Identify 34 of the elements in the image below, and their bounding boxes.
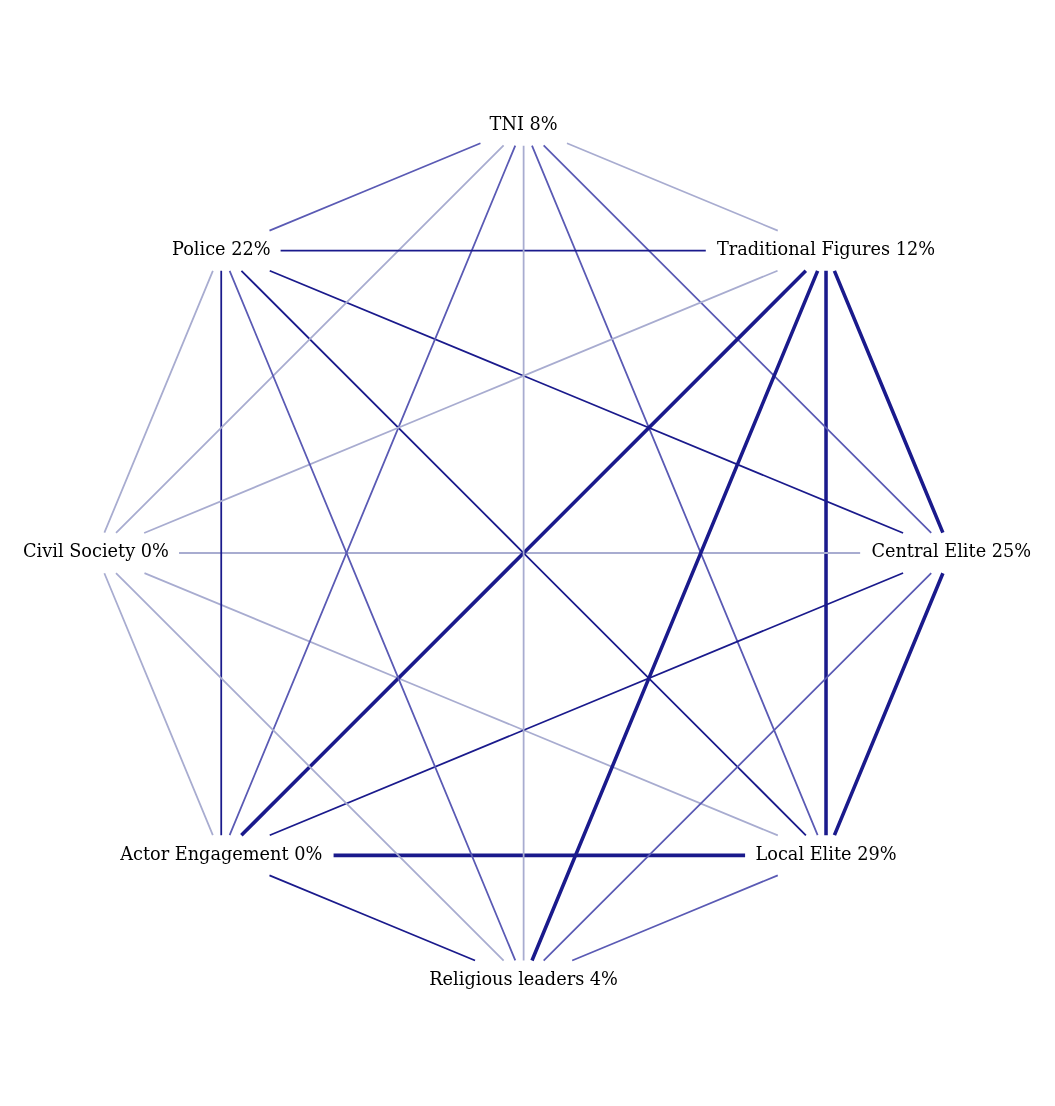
connector [115, 144, 505, 534]
connector [143, 269, 779, 534]
node-text: Religious leaders 4% [429, 968, 618, 989]
connector [279, 249, 707, 252]
connector [522, 144, 525, 962]
node-text: Local Elite 29% [755, 843, 897, 864]
connector [542, 144, 933, 534]
connector [333, 853, 746, 858]
connector [143, 572, 779, 837]
connector [228, 144, 517, 836]
node-text: Traditional Figures 12% [716, 238, 936, 259]
connector [178, 552, 862, 554]
connector [832, 572, 945, 836]
connector [268, 572, 904, 837]
node-text: Civil Society 0% [23, 541, 169, 562]
connector [531, 144, 819, 836]
connector [268, 269, 904, 534]
connector [268, 142, 482, 232]
connector [103, 269, 214, 534]
node-text: TNI 8% [489, 113, 558, 134]
connector [566, 142, 779, 232]
node-text: Police 22% [171, 238, 271, 259]
connector [220, 269, 223, 837]
connector [268, 874, 476, 962]
connector [530, 270, 820, 962]
connector [571, 874, 779, 962]
connector [542, 572, 933, 962]
connector [824, 270, 828, 836]
connector [228, 270, 517, 962]
node-text: Central Elite 25% [871, 541, 1032, 562]
connector [832, 270, 945, 534]
node-text: Actor Engagement 0% [120, 843, 323, 864]
connector [115, 572, 505, 962]
connector [103, 572, 214, 836]
